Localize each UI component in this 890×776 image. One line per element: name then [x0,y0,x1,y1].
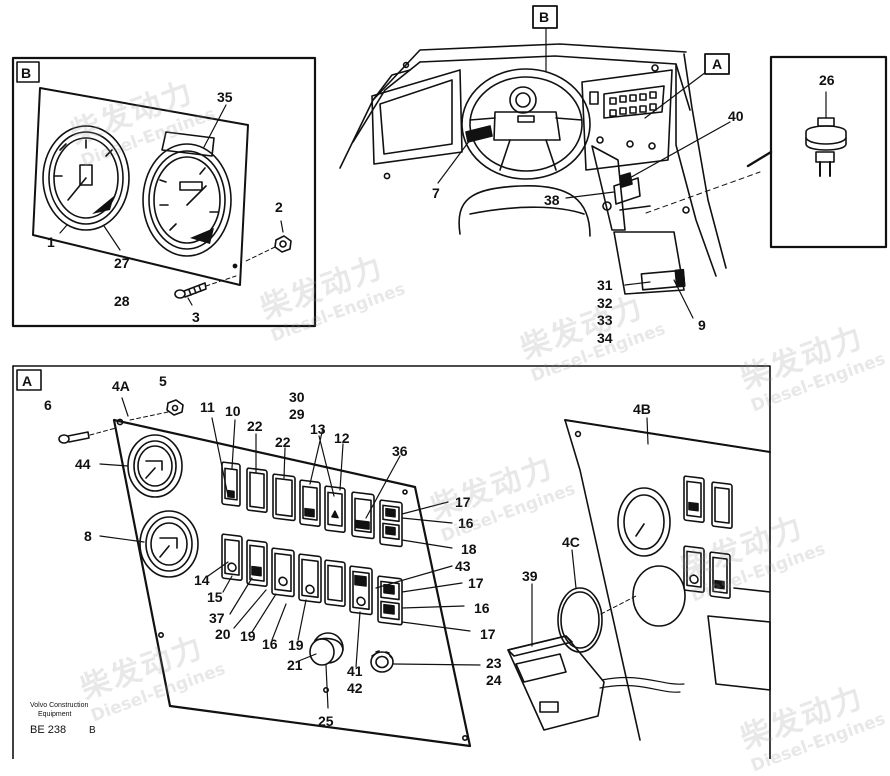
callout-19-left: 19 [240,628,256,644]
speedometer-gauge [142,131,232,257]
callout-44: 44 [75,456,91,472]
leader-lines-a [99,397,649,709]
drawing-code-suffix: B [89,725,96,736]
tachometer-gauge [42,125,130,231]
callout-box-a-overview [704,53,730,75]
switch-row-bottom [221,533,403,626]
callout-29: 29 [289,406,305,422]
callout-11: 11 [200,399,215,415]
callout-40: 40 [728,108,744,124]
callout-4a: 4A [112,378,130,394]
screw-3 [174,275,237,306]
callout-37: 37 [209,610,225,626]
drawing-code: BE 238 [30,724,66,736]
leader-lines-overview [545,27,731,319]
callout-34: 34 [597,330,613,346]
dashboard-panel-4a [112,418,472,748]
callout-38: 38 [544,192,560,208]
callout-41: 41 [347,663,363,679]
callout-12: 12 [334,430,350,446]
ring-4c [557,587,637,653]
callout-23: 23 [486,655,502,671]
maker-line-2: Equipment [38,711,72,718]
callout-17-mid: 17 [468,575,484,591]
callout-42: 42 [347,680,363,696]
callout-22-left: 22 [247,418,263,434]
callout-a-overview: A [712,56,722,72]
maker-line-1: Volvo Construction [30,702,88,709]
callout-27: 27 [114,255,130,271]
callout-9: 9 [698,317,706,333]
callout-b-overview: B [539,9,549,25]
callout-4c: 4C [562,534,580,550]
gauge-8 [139,510,199,578]
callout-28: 28 [114,293,130,309]
callout-10: 10 [225,403,241,419]
pressure-switch-26 [805,91,847,177]
callout-25: 25 [318,713,334,729]
callout-32: 32 [597,295,613,311]
cab-overview [339,43,761,295]
detail-b-frame [11,56,317,328]
bolt-5 [129,399,184,421]
callout-20: 20 [215,626,231,642]
callout-26: 26 [819,72,835,88]
callout-17-bottom: 17 [480,626,496,642]
knob-23 [370,650,394,673]
callout-box-b-overview [532,5,558,29]
callout-5: 5 [159,373,167,389]
detail-a-frame [12,365,771,759]
panel-b-letter: B [21,65,31,81]
panel-a-letter: A [22,373,32,389]
callout-6: 6 [44,397,52,413]
callout-21: 21 [287,657,303,673]
nut-2 [243,220,292,263]
hour-counter-39 [507,635,685,731]
screw-6 [58,427,117,444]
callout-16-bottom: 16 [474,600,490,616]
callout-8: 8 [84,528,92,544]
callout-19-right: 19 [288,637,304,653]
callout-14: 14 [194,572,210,588]
callout-35: 35 [217,89,233,105]
detail-26-frame [746,55,888,249]
rotary-switch-21 [309,632,344,666]
callout-18: 18 [461,541,477,557]
parts-diagram: B A 1 2 3 27 28 35 B A 7 26 40 38 31 32 … [11,5,888,759]
leader-lines-b [59,104,227,251]
callout-7: 7 [432,185,440,201]
callout-36: 36 [392,443,408,459]
gauge-44 [127,434,183,498]
callout-30: 30 [289,389,305,405]
callout-39: 39 [522,568,538,584]
callout-1: 1 [47,234,55,250]
callout-31: 31 [597,277,613,293]
callout-24: 24 [486,672,502,688]
callout-15: 15 [207,589,223,605]
callout-33: 33 [597,312,613,328]
callout-13: 13 [310,421,326,437]
callout-17-top: 17 [455,494,471,510]
callout-16-top: 16 [458,515,474,531]
instrument-panel-b [32,87,249,286]
callout-43: 43 [455,558,471,574]
callout-3: 3 [192,309,200,325]
callout-4b: 4B [633,401,651,417]
callout-16-lower: 16 [262,636,278,652]
callout-2: 2 [275,199,283,215]
callout-22-right: 22 [275,434,291,450]
dashboard-panel-4b [564,419,771,741]
